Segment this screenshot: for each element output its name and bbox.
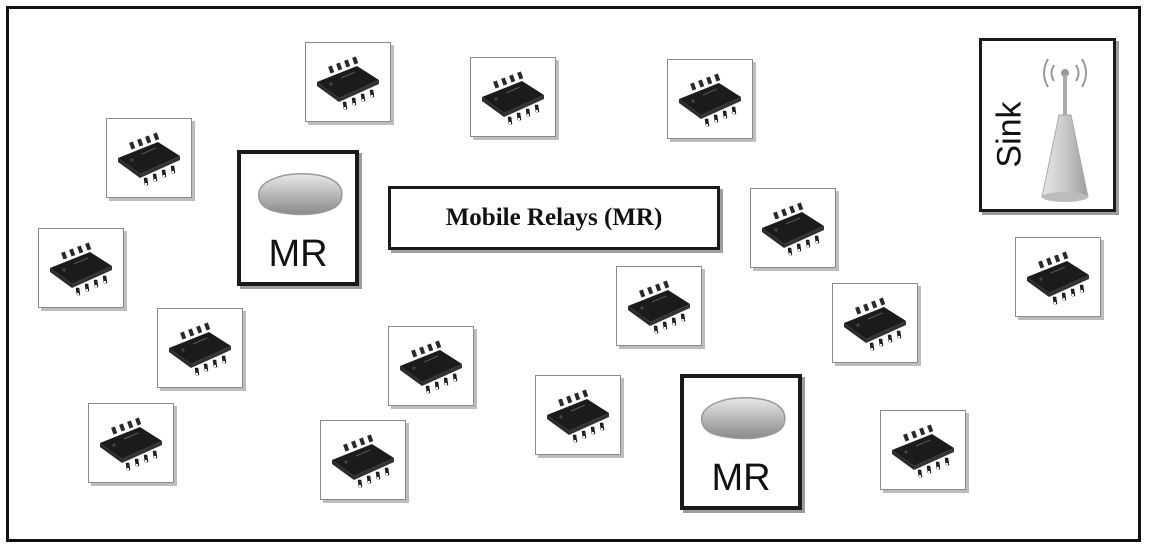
sensor-node bbox=[320, 420, 406, 500]
mobile-relay-box: MR bbox=[680, 374, 802, 510]
microchip-icon bbox=[399, 339, 463, 394]
mobile-relay-box: MR bbox=[237, 150, 359, 286]
sensor-node bbox=[470, 57, 556, 137]
mobile-relay-device-icon bbox=[257, 173, 343, 216]
microchip-icon bbox=[99, 416, 163, 471]
sensor-node bbox=[38, 228, 124, 308]
mobile-relays-title-box: Mobile Relays (MR) bbox=[388, 186, 720, 250]
sensor-node bbox=[535, 375, 621, 455]
microchip-icon bbox=[481, 70, 545, 125]
sensor-node bbox=[106, 118, 192, 198]
microchip-icon bbox=[761, 201, 825, 256]
microchip-icon bbox=[891, 423, 955, 478]
sensor-node bbox=[667, 59, 753, 139]
sensor-node bbox=[157, 308, 243, 388]
title-text: Mobile Relays (MR) bbox=[445, 204, 663, 231]
sensor-node bbox=[616, 266, 702, 346]
microchip-icon bbox=[546, 388, 610, 443]
sensor-node bbox=[832, 283, 918, 363]
sensor-node bbox=[880, 410, 966, 490]
sensor-node bbox=[1015, 237, 1101, 317]
microchip-icon bbox=[117, 131, 181, 186]
network-diagram-frame bbox=[6, 6, 1141, 542]
sensor-node bbox=[305, 42, 391, 122]
sink-box: Sink bbox=[979, 38, 1116, 212]
microchip-icon bbox=[168, 321, 232, 376]
microchip-icon bbox=[316, 55, 380, 110]
sink-label: Sink bbox=[990, 101, 1029, 168]
sensor-node bbox=[88, 403, 174, 483]
antenna-tower-icon bbox=[1041, 58, 1089, 202]
microchip-icon bbox=[1026, 250, 1090, 305]
microchip-icon bbox=[627, 279, 691, 334]
mobile-relay-device-icon bbox=[700, 397, 786, 440]
microchip-icon bbox=[678, 72, 742, 127]
microchip-icon bbox=[843, 296, 907, 351]
microchip-icon bbox=[49, 241, 113, 296]
microchip-icon bbox=[331, 433, 395, 488]
mobile-relay-label: MR bbox=[268, 233, 328, 275]
sensor-node bbox=[750, 188, 836, 268]
sensor-node bbox=[388, 326, 474, 406]
mobile-relay-label: MR bbox=[711, 457, 771, 499]
